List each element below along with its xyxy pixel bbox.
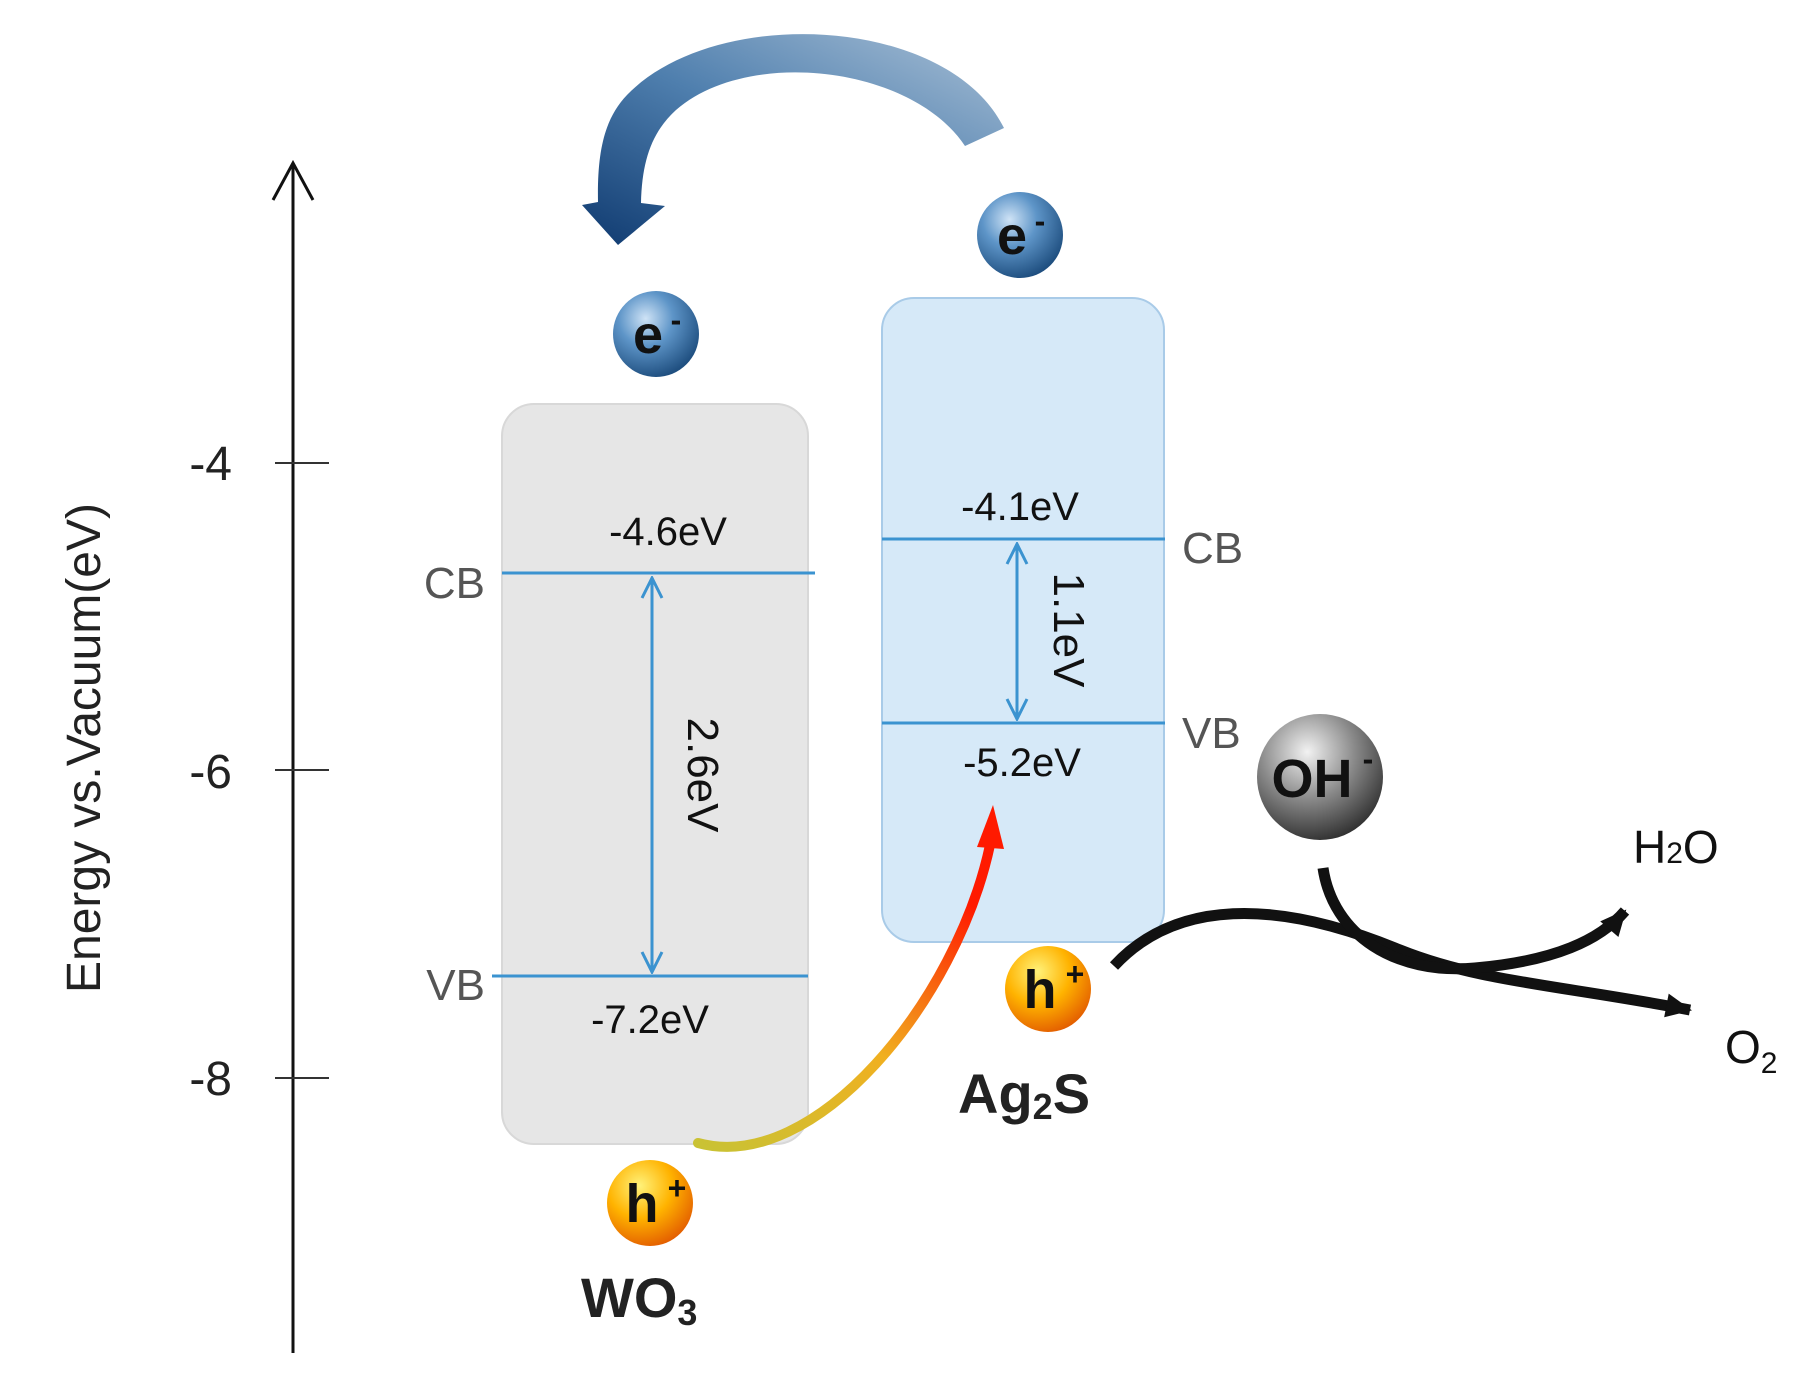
axis-title: Energy vs.Vacuum(eV) [58, 503, 111, 993]
ag2s-vb-label: VB [1182, 709, 1241, 758]
ag2s-semiconductor: CB VB -4.1eV -5.2eV 1.1eV [881, 297, 1243, 943]
ag2s-name-pre: Ag [958, 1062, 1033, 1125]
hydroxide-charge: - [1363, 741, 1374, 777]
product-oxygen: O2 [1725, 1021, 1777, 1080]
electron-transfer-arrow [582, 34, 1004, 245]
hole-charge: + [1066, 956, 1085, 992]
product-oxygen-sub: 2 [1761, 1047, 1778, 1080]
ag2s-hole: h + [1005, 946, 1091, 1032]
product-water: H2O [1633, 821, 1719, 873]
product-water-sub: 2 [1666, 837, 1683, 870]
wo3-vb-energy: -7.2eV [591, 998, 709, 1042]
axis-arrowhead [271, 159, 315, 201]
tick-label: -4 [189, 438, 232, 491]
tick-label: -8 [189, 1053, 232, 1106]
electron-charge: - [1035, 203, 1046, 239]
hole-charge: + [668, 1170, 687, 1206]
hydroxide-ion: OH - [1257, 714, 1383, 840]
hole-transfer-arrow [693, 805, 1004, 1152]
hydroxide-symbol: OH [1272, 749, 1353, 809]
oxidation-arrow [1109, 908, 1692, 1018]
wo3-vb-label: VB [426, 961, 485, 1010]
wo3-name: WO [581, 1266, 677, 1329]
electron-symbol: e [633, 305, 663, 365]
ag2s-cb-energy: -4.1eV [961, 485, 1079, 529]
ag2s-electron: e - [977, 192, 1063, 278]
wo3-name-sub: 3 [677, 1292, 697, 1333]
wo3-hole: h + [607, 1160, 693, 1246]
product-water-o: O [1683, 821, 1719, 873]
wo3-cb-energy: -4.6eV [609, 510, 727, 554]
wo3-cb-label: CB [424, 559, 485, 608]
material-label-ag2s: Ag2S [958, 1062, 1090, 1127]
ag2s-name-sub: 2 [1033, 1086, 1053, 1127]
ag2s-vb-energy: -5.2eV [963, 741, 1081, 785]
product-oxygen-o: O [1725, 1021, 1761, 1073]
ag2s-cb-label: CB [1182, 524, 1243, 573]
energy-axis: -4 -6 -8 Energy vs.Vacuum(eV) [58, 159, 329, 1353]
ag2s-gap-label: 1.1eV [1044, 573, 1093, 689]
wo3-semiconductor: CB VB -4.6eV -7.2eV 2.6eV [424, 403, 815, 1145]
material-label-wo3: WO3 [581, 1266, 697, 1333]
hole-symbol: h [626, 1174, 659, 1234]
water-formation-arrow [1317, 867, 1630, 975]
electron-charge: - [671, 302, 682, 338]
wo3-electron: e - [613, 291, 699, 377]
electron-symbol: e [997, 206, 1027, 266]
tick-label: -6 [189, 746, 232, 799]
wo3-gap-label: 2.6eV [678, 718, 727, 834]
ag2s-name-post: S [1053, 1062, 1090, 1125]
reaction-arrows [1109, 867, 1692, 1018]
hole-symbol: h [1024, 960, 1057, 1020]
ag2s-band-box [881, 297, 1165, 943]
product-water-h: H [1633, 821, 1666, 873]
